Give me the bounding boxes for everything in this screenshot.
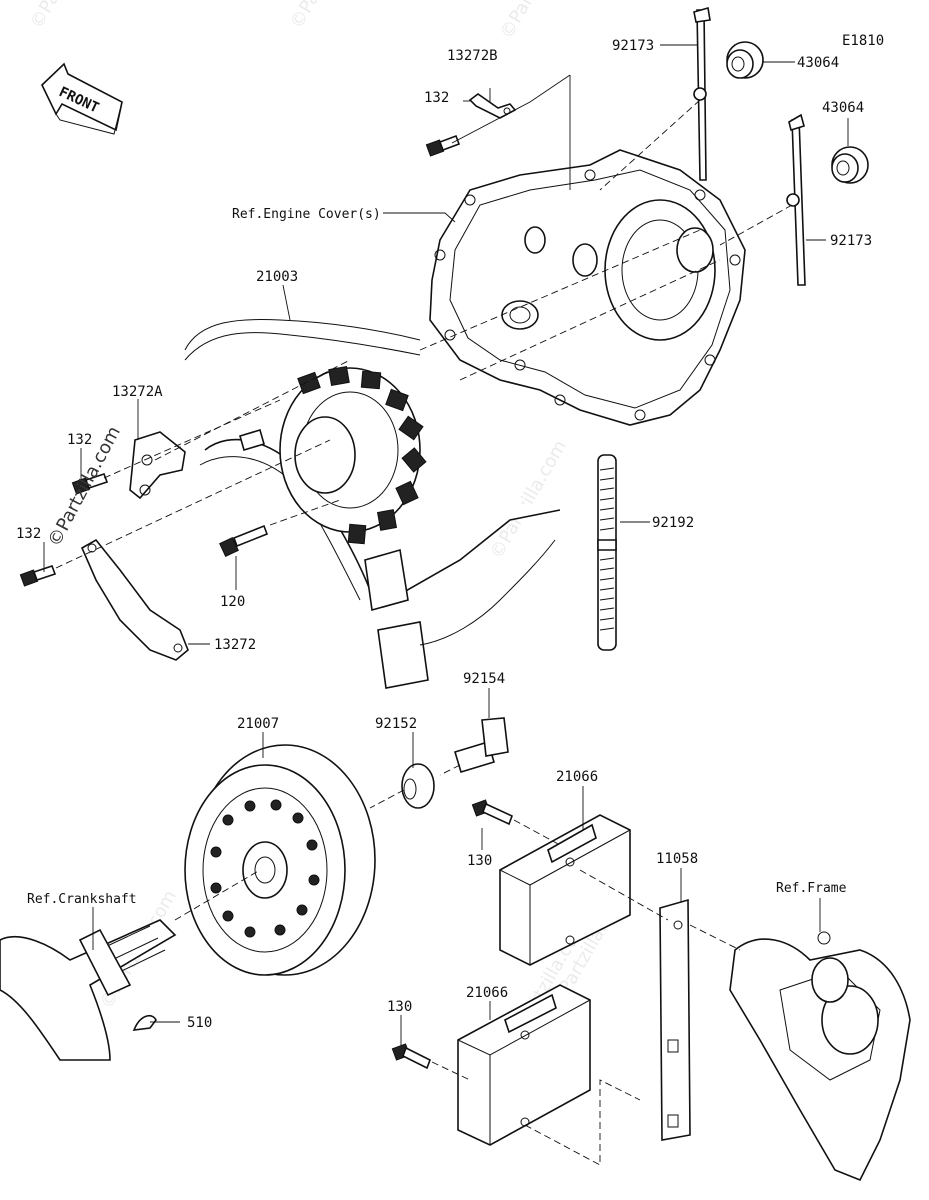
frame-section — [729, 931, 911, 1182]
protector-tube-92192 — [597, 454, 617, 651]
watermark-text: ©Partzilla.com — [496, 0, 581, 43]
stator-21003 — [184, 318, 561, 689]
regulator-21066-top — [499, 814, 631, 966]
diagram-code: E1810 — [842, 33, 884, 49]
label-92152: 92152 — [375, 716, 417, 732]
crankshaft-section — [0, 919, 177, 1061]
label-130-top: 130 — [467, 853, 492, 869]
label-132-left: 132 — [16, 526, 41, 542]
label-21003: 21003 — [256, 269, 298, 285]
bracket-11058 — [659, 898, 691, 1141]
watermark-text: ©Partzilla.com — [26, 0, 111, 33]
label-92173-top: 92173 — [612, 38, 654, 54]
bracket-13272b — [468, 93, 517, 119]
label-92173-right: 92173 — [830, 233, 872, 249]
label-ref-crankshaft: Ref.Crankshaft — [27, 892, 137, 907]
bolt-132-left — [19, 564, 57, 587]
bolt-120 — [219, 524, 269, 557]
label-21066-top: 21066 — [556, 769, 598, 785]
label-13272: 13272 — [214, 637, 256, 653]
label-ref-frame: Ref.Frame — [776, 881, 847, 896]
cable-tie-92173-top — [693, 6, 711, 181]
cable-tie-92173-right — [786, 113, 806, 286]
bolt-92154 — [454, 717, 509, 773]
part-labels: 13272B 92173 43064 43064 92173 132 Ref.E… — [16, 38, 872, 1031]
grommet-43064-right — [831, 146, 869, 184]
grommet-43064-top — [726, 41, 764, 79]
leader-lines — [43, 44, 849, 1166]
label-510: 510 — [187, 1015, 212, 1031]
watermark-text: ©Partzilla.com — [486, 437, 571, 563]
bolt-130-top — [471, 799, 514, 826]
label-11058: 11058 — [656, 851, 698, 867]
label-43064-top: 43064 — [797, 55, 839, 71]
label-92154: 92154 — [463, 671, 505, 687]
engine-cover — [429, 149, 746, 426]
watermark-text: ©Partzilla.com — [286, 0, 371, 33]
label-132-mid: 132 — [67, 432, 92, 448]
label-13272b: 13272B — [447, 48, 498, 64]
label-120: 120 — [220, 594, 245, 610]
bracket-13272a — [129, 431, 186, 500]
washer-92152 — [401, 763, 435, 809]
bolt-130-bottom — [391, 1043, 432, 1070]
bracket-13272 — [80, 538, 189, 661]
label-92192: 92192 — [652, 515, 694, 531]
label-130-bottom: 130 — [387, 999, 412, 1015]
label-13272a: 13272A — [112, 384, 163, 400]
label-21007: 21007 — [237, 716, 279, 732]
label-21066-bottom: 21066 — [466, 985, 508, 1001]
front-direction-arrow: FRONT — [41, 62, 123, 135]
bolt-132-mid — [71, 472, 109, 495]
label-132-top: 132 — [424, 90, 449, 106]
regulator-21066-bottom — [457, 984, 591, 1146]
key-510 — [132, 1014, 157, 1031]
label-ref-engine-cover: Ref.Engine Cover(s) — [232, 207, 381, 222]
flywheel-21007 — [184, 744, 376, 976]
bolt-132-top — [425, 134, 461, 157]
label-43064-right: 43064 — [822, 100, 864, 116]
